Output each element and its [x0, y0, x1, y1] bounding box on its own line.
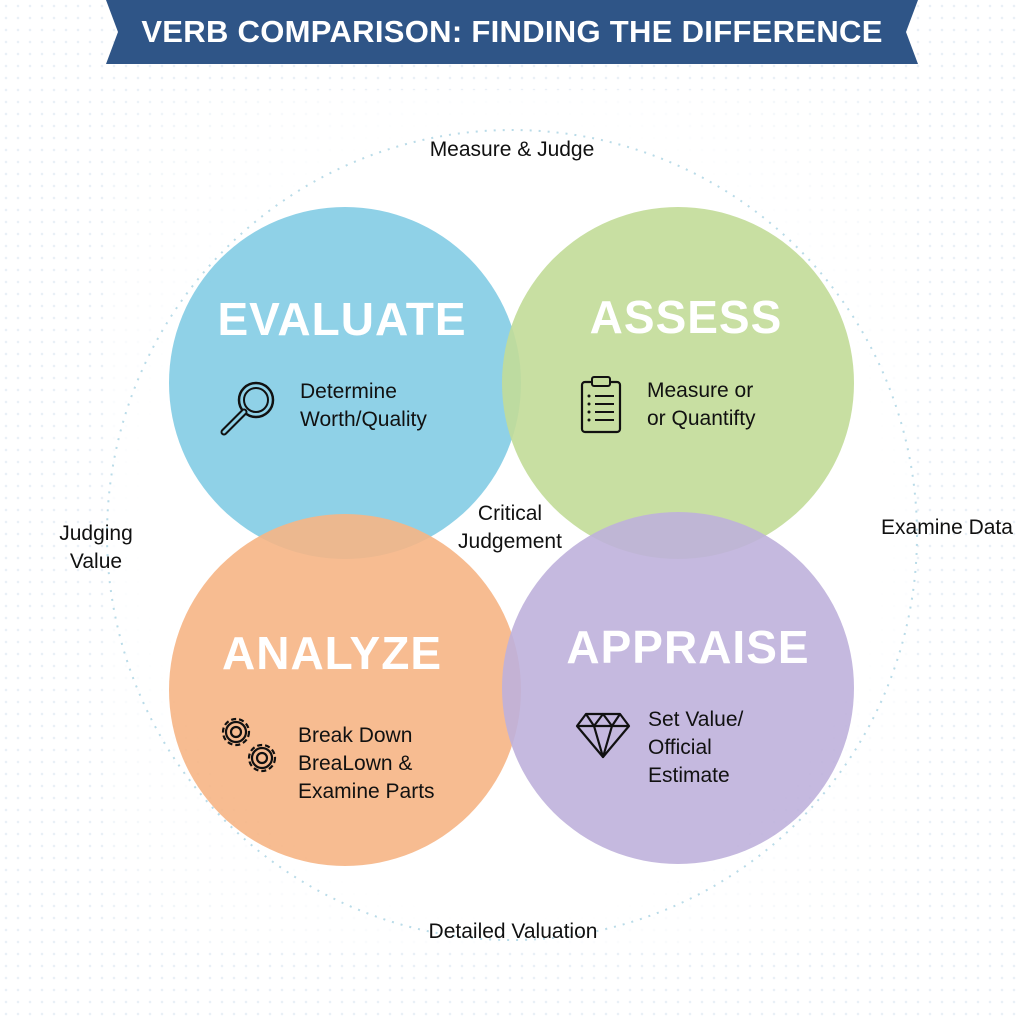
- circle-title-appraise: APPRAISE: [566, 621, 810, 673]
- appraise-desc-3: Estimate: [648, 764, 730, 787]
- title-banner: VERB COMPARISON: FINDING THE DIFFERENCE: [106, 0, 918, 64]
- circle-title-analyze: ANALYZE: [222, 627, 442, 679]
- assess-desc-1: Measure or: [647, 379, 754, 402]
- circle-title-assess: ASSESS: [589, 291, 783, 343]
- outer-label-right: Examine Data: [881, 516, 1013, 539]
- analyze-desc-3: Examine Parts: [298, 780, 435, 803]
- center-label-2: Judgement: [458, 530, 562, 553]
- circle-assess: [502, 207, 854, 559]
- analyze-desc-2: BreaLown &: [298, 752, 413, 775]
- appraise-desc-2: Official: [648, 736, 712, 759]
- analyze-desc-1: Break Down: [298, 724, 413, 747]
- title: VERB COMPARISON: FINDING THE DIFFERENCE: [141, 14, 883, 49]
- appraise-desc-1: Set Value/: [648, 708, 744, 731]
- circle-evaluate: [169, 207, 521, 559]
- outer-label-left-2: Value: [69, 550, 123, 573]
- outer-label-top: Measure & Judge: [429, 138, 595, 161]
- outer-label-bottom: Detailed Valuation: [428, 920, 598, 943]
- outer-dashed-ring: [106, 129, 918, 941]
- circle-analyze: [169, 514, 521, 866]
- evaluate-desc-2: Worth/Quality: [300, 408, 427, 431]
- outer-label-left-1: Judging: [59, 522, 133, 545]
- gears-icon: [221, 717, 277, 773]
- assess-desc-2: or Quantifty: [647, 407, 756, 430]
- clipboard-icon: [580, 376, 622, 434]
- circle-title-evaluate: EVALUATE: [217, 293, 467, 345]
- center-label-1: Critical: [477, 502, 543, 525]
- magnifier-icon: [220, 381, 275, 436]
- diamond-icon: [575, 712, 631, 759]
- circle-appraise: [502, 512, 854, 864]
- evaluate-desc-1: Determine: [300, 380, 397, 403]
